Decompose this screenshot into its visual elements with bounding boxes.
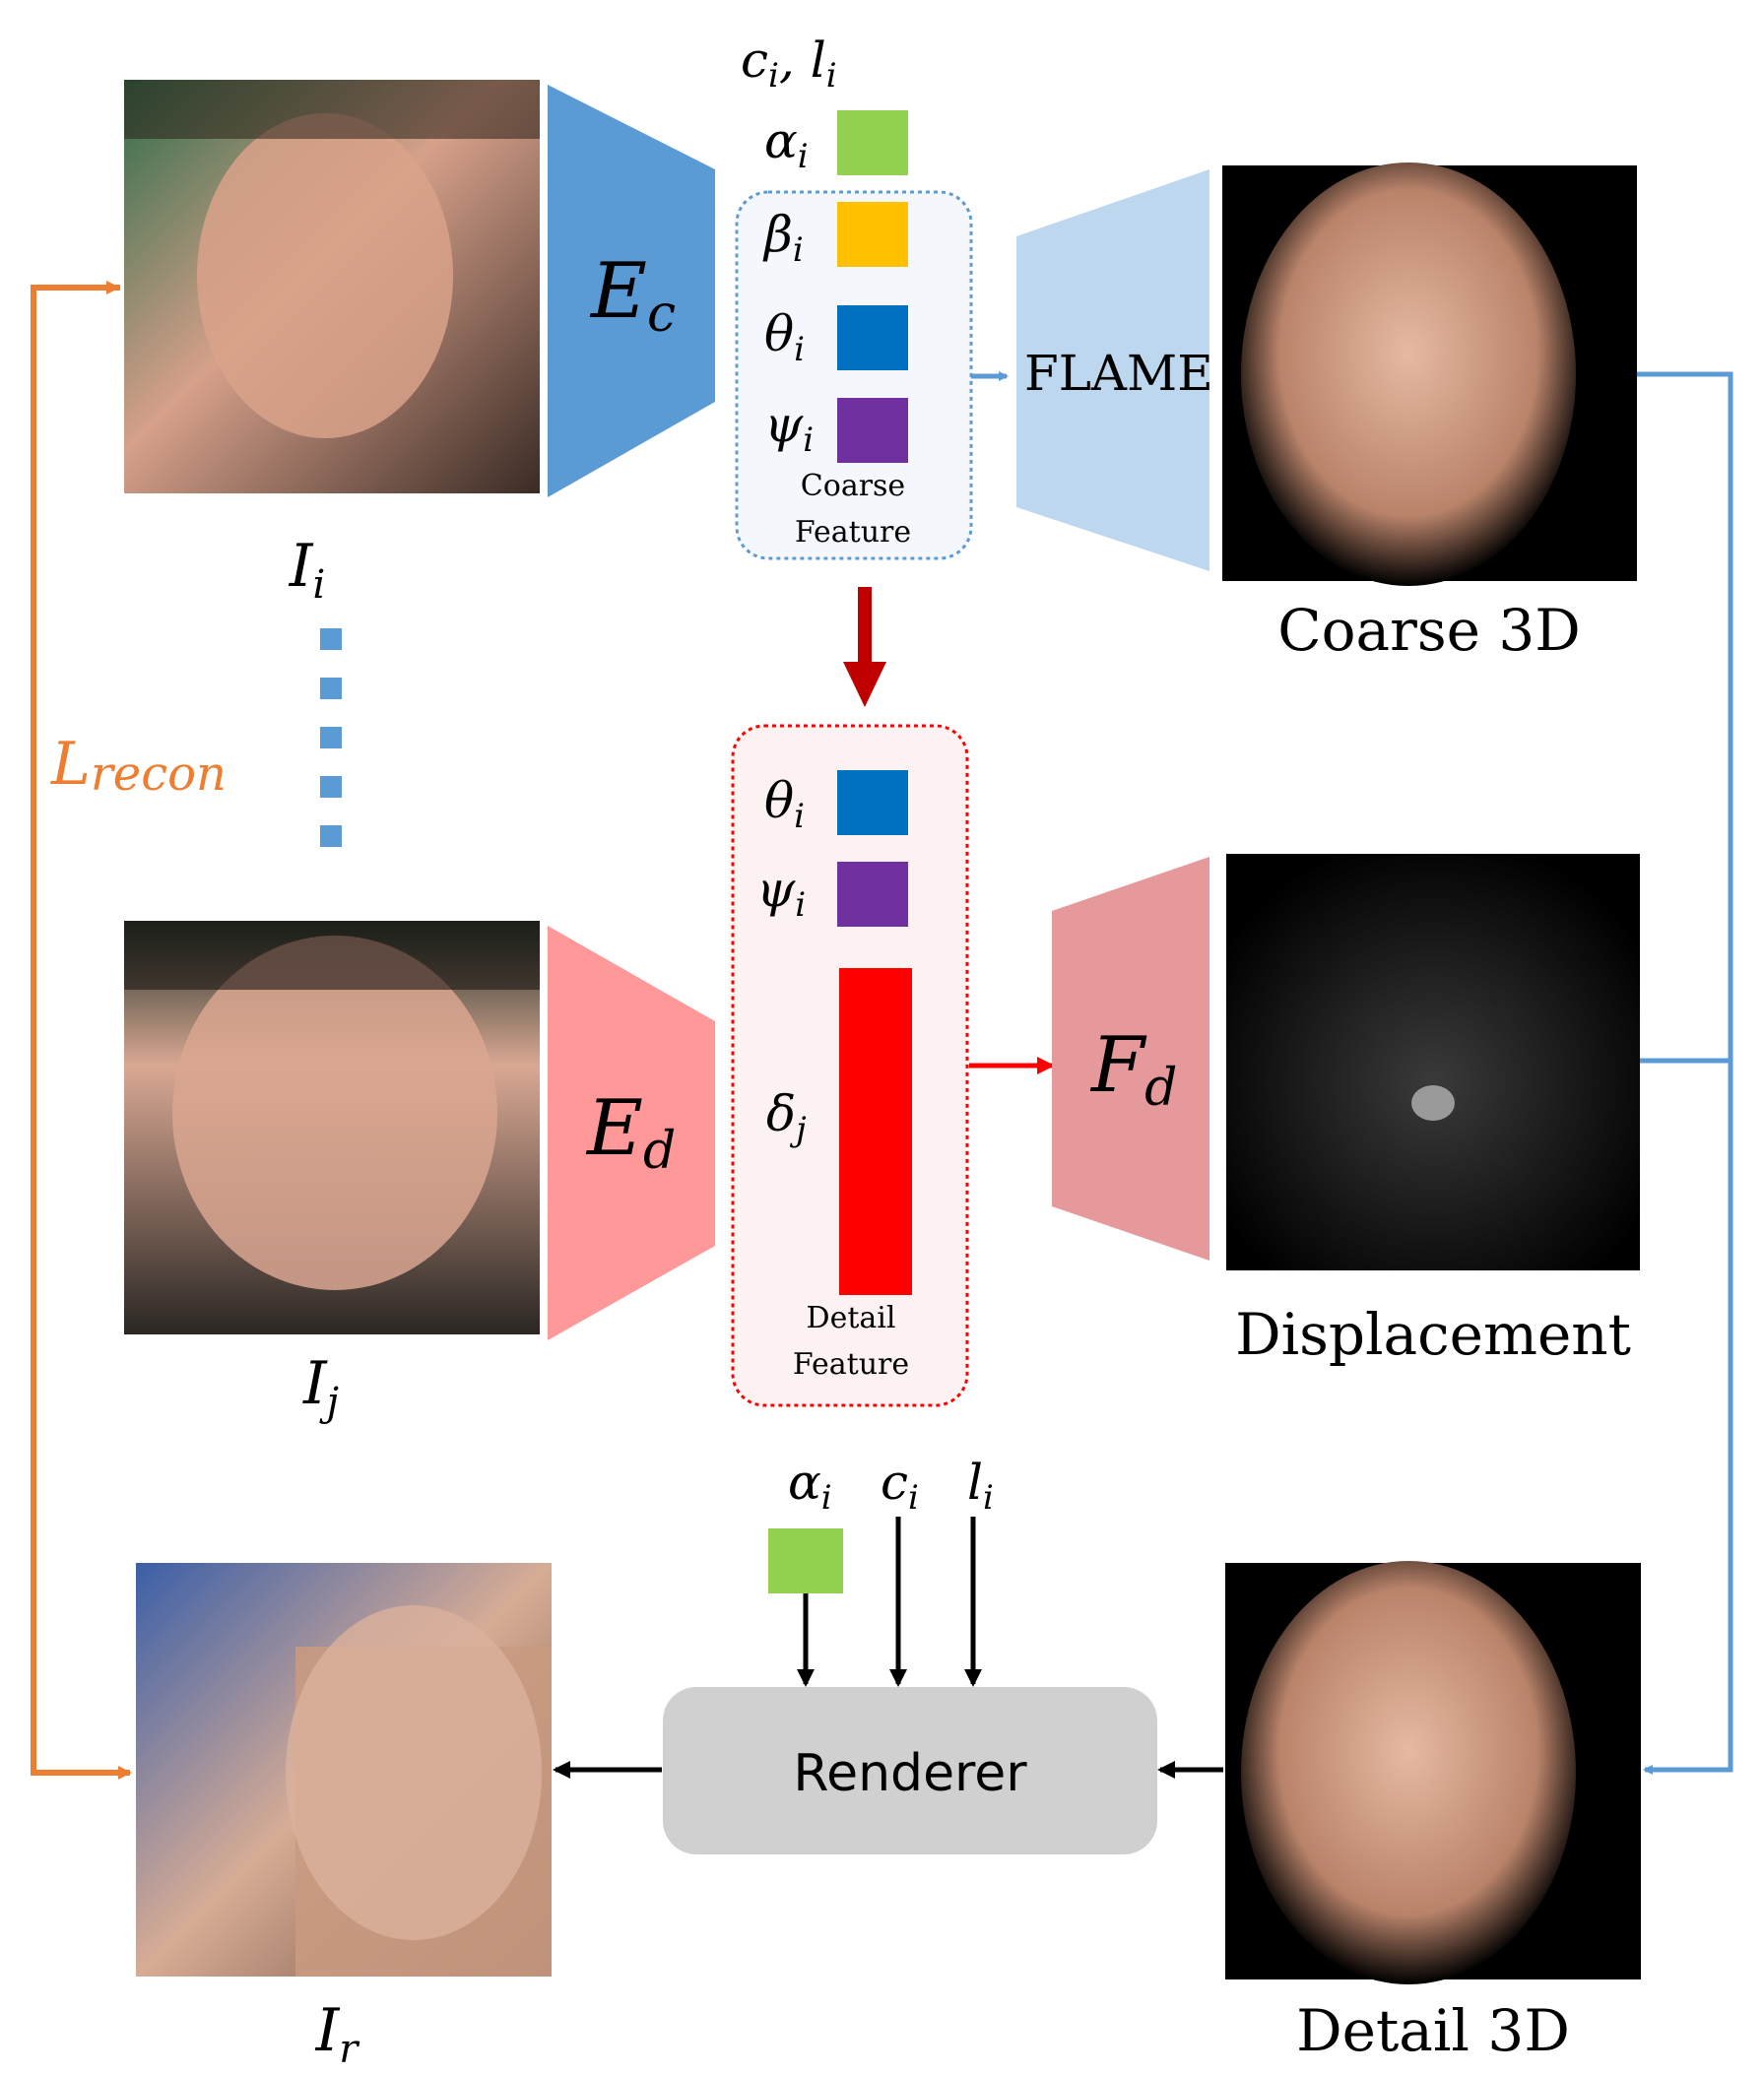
svg-text:li: li	[967, 1454, 994, 1518]
svg-text:βi: βi	[762, 206, 804, 270]
coarse-feature-caption-1: Coarse	[801, 469, 905, 503]
detail-3d-label: Detail 3D	[1296, 1997, 1570, 2064]
coarse-detail-merge-connector	[1637, 371, 1733, 1775]
renderer-input-c: ci	[881, 1454, 919, 1687]
param-alpha: αi	[764, 110, 908, 176]
recon-loss-loop	[31, 281, 132, 1780]
coarse-to-detail-arrow	[843, 587, 886, 707]
flame-decoder-shape	[1016, 169, 1209, 571]
renderer-box	[663, 1687, 1157, 1854]
coarse-encoder-shape	[548, 85, 715, 497]
input-image-i	[124, 80, 540, 493]
detail-encoder-shape	[548, 926, 715, 1340]
detail-feature-caption-2: Feature	[793, 1347, 909, 1382]
input-i-label: Ii	[289, 532, 326, 608]
flame-label: FLAME	[1024, 345, 1213, 402]
svg-text:θi: θi	[764, 772, 805, 836]
recon-loss-label: Lrecon	[50, 730, 227, 802]
renderer-input-alpha: αi	[768, 1454, 843, 1687]
input-image-j	[124, 921, 540, 1334]
svg-text:ψi: ψi	[756, 861, 806, 925]
svg-text:αi: αi	[788, 1454, 832, 1518]
svg-text:θi: θi	[764, 305, 805, 369]
param-delta: δj	[766, 968, 912, 1295]
input-j-label: Ij	[302, 1349, 339, 1425]
displacement-image	[1226, 854, 1640, 1270]
coarse-encoder-label: Ec	[589, 247, 676, 344]
param-beta: βi	[762, 202, 908, 270]
param-theta-coarse: θi	[764, 305, 908, 370]
detail-feature-caption-1: Detail	[807, 1301, 896, 1335]
detail-decoder-shape	[1052, 857, 1209, 1261]
svg-text:αi: αi	[764, 112, 809, 176]
svg-text:ψi: ψi	[764, 396, 814, 460]
displacement-label: Displacement	[1235, 1301, 1631, 1368]
renderer-label: Renderer	[793, 1744, 1027, 1803]
svg-text:ci: ci	[881, 1454, 919, 1518]
svg-text:δj: δj	[766, 1085, 807, 1149]
coarse-3d-label: Coarse 3D	[1277, 597, 1581, 664]
detail-3d-image	[1225, 1561, 1641, 1984]
param-psi-detail: ψi	[756, 861, 908, 927]
coarse-feature-caption-2: Feature	[795, 515, 911, 550]
detail-encoder-label: Ed	[585, 1084, 676, 1181]
light-code-label: ci, li	[741, 32, 837, 96]
renderer-input-l: li	[964, 1454, 994, 1687]
rendered-image-r	[136, 1563, 552, 1977]
rendered-r-label: Ir	[315, 1996, 361, 2072]
detail-decoder-label: Fd	[1089, 1021, 1177, 1118]
ellipsis-dots	[320, 628, 342, 847]
param-psi-coarse: ψi	[764, 396, 908, 463]
coarse-3d-image	[1222, 162, 1637, 586]
param-theta-detail: θi	[764, 770, 908, 836]
